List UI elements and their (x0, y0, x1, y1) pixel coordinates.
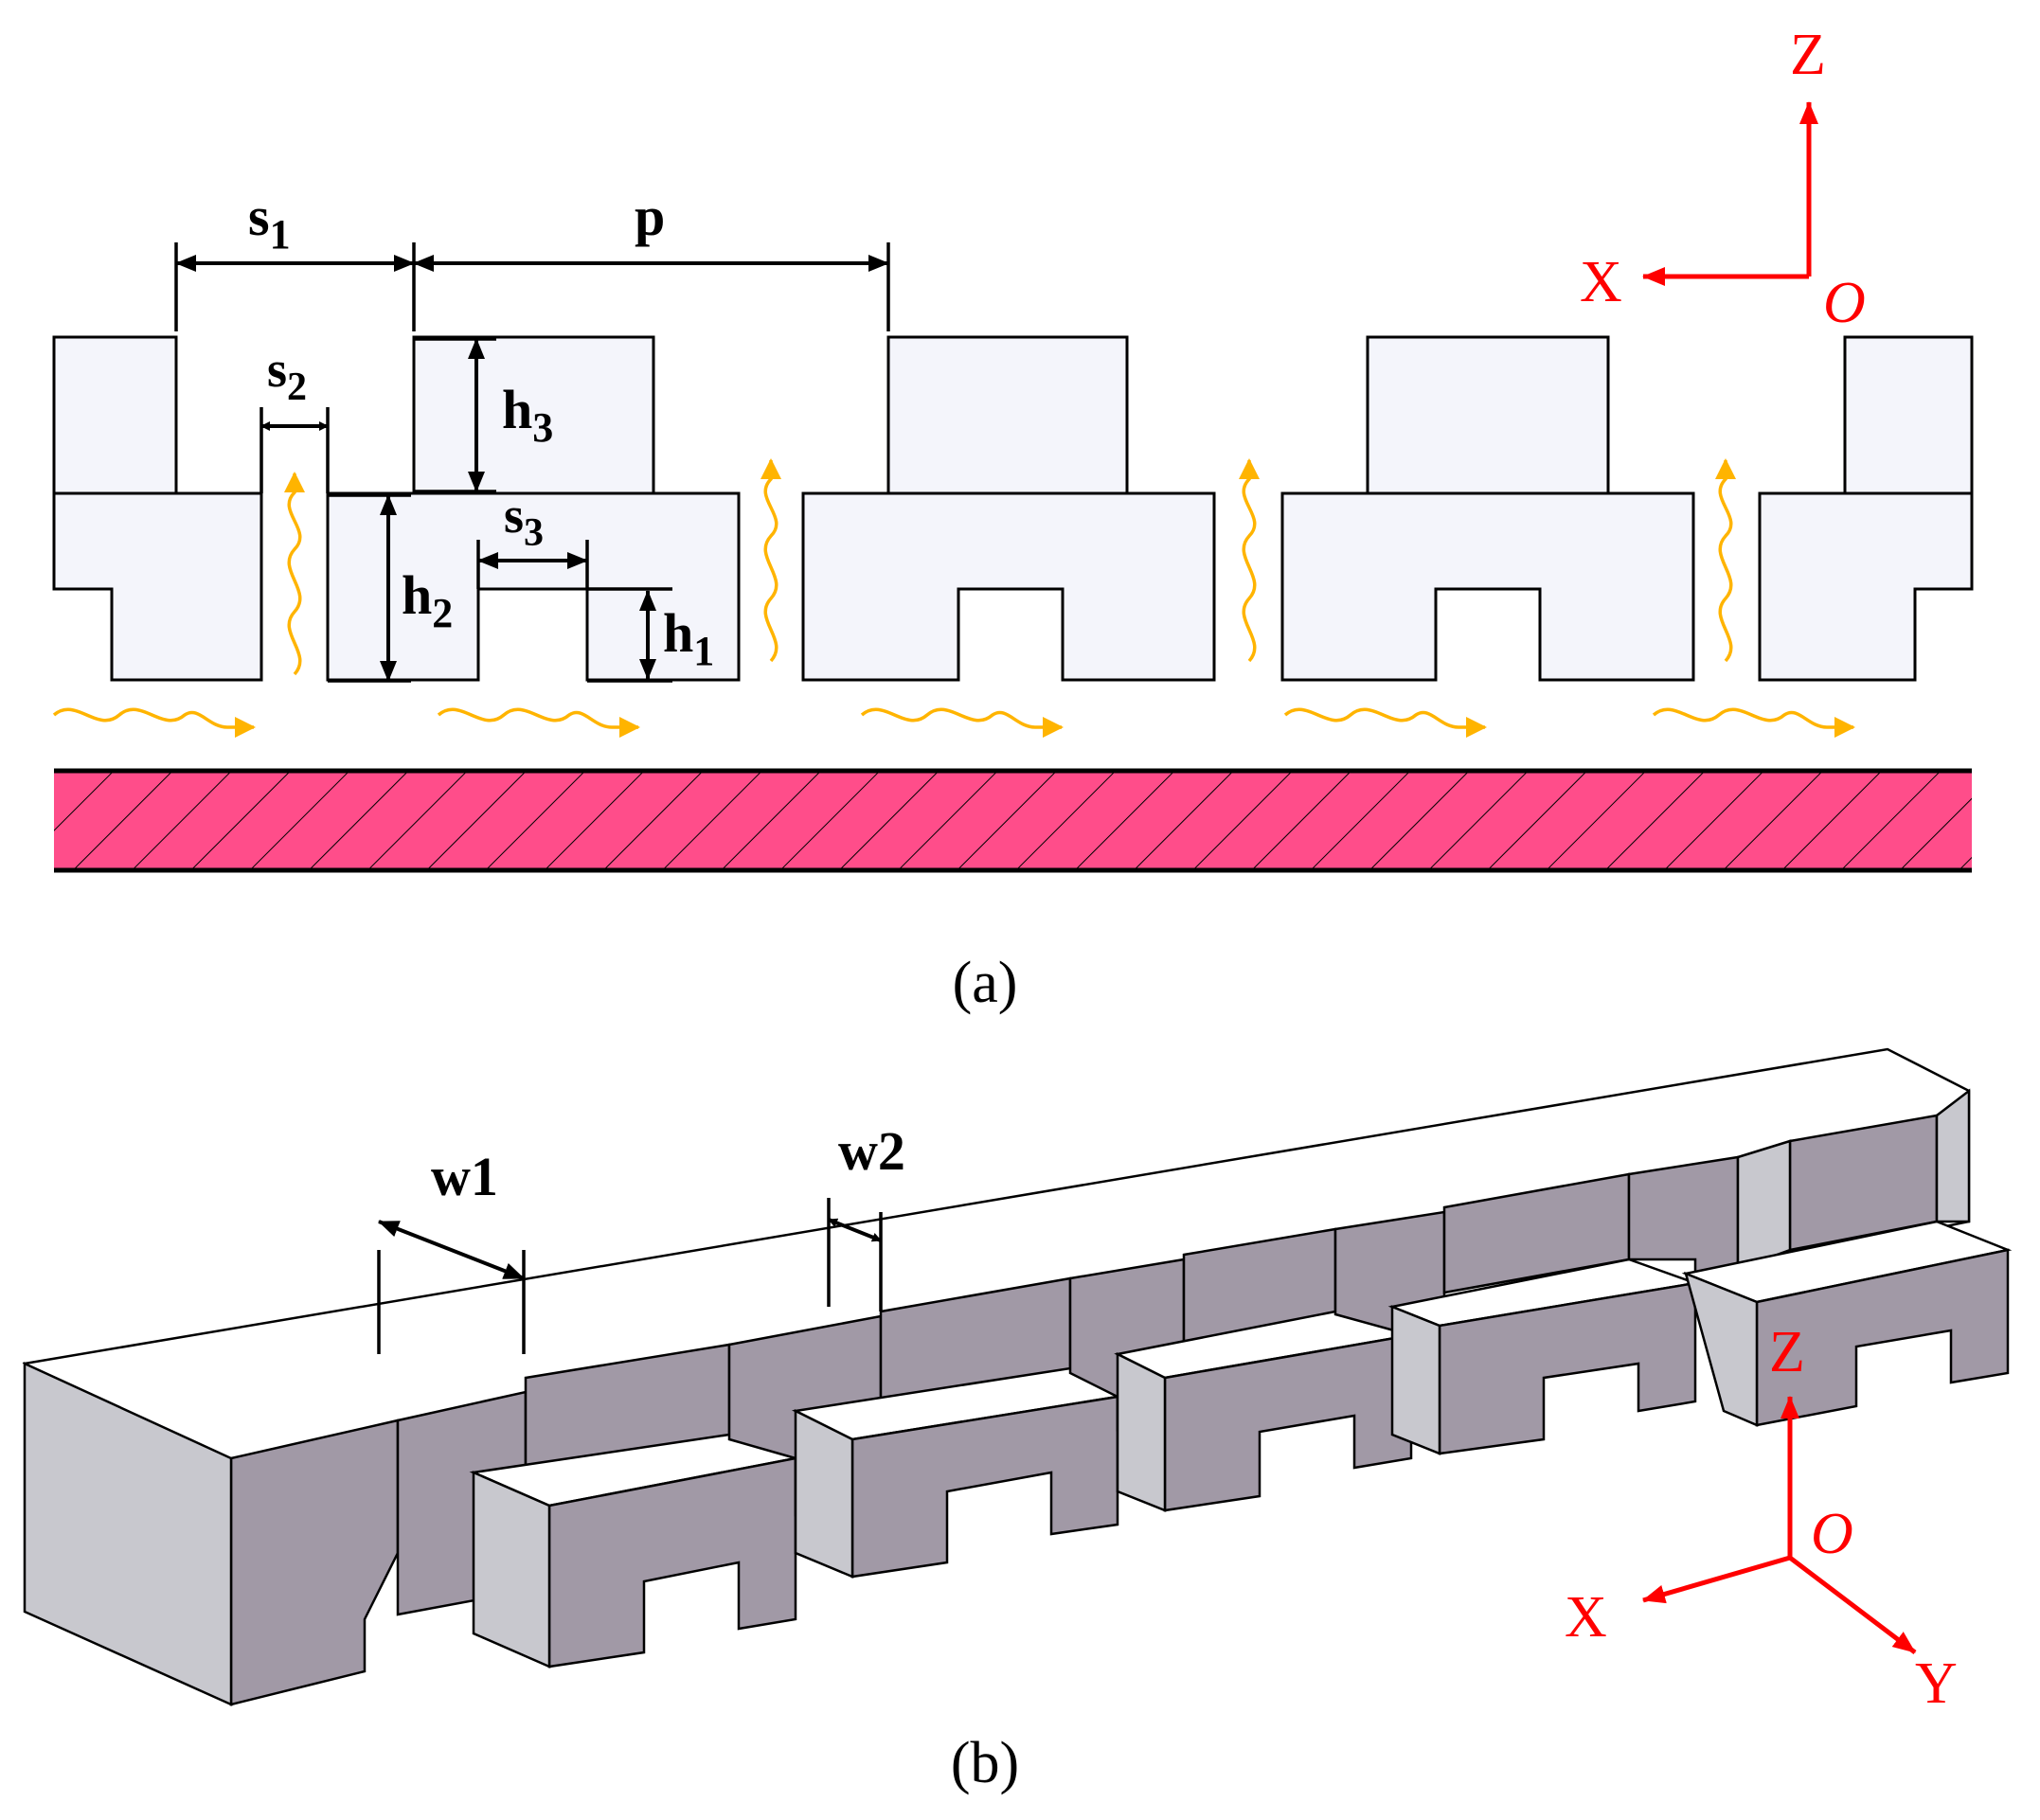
label-p: p (635, 186, 665, 247)
axis-b-y-label: Y (1915, 1651, 1958, 1716)
axis-a-x-label: X (1580, 250, 1622, 314)
grating-blocks (52, 335, 1974, 682)
vertical-waves (284, 458, 1736, 676)
axis-b-x-label: X (1565, 1585, 1607, 1650)
label-h1: h1 (663, 602, 714, 674)
block-left-partial (52, 335, 263, 682)
axis-a-origin-label: O (1823, 271, 1866, 335)
block-1 (326, 335, 741, 682)
unit-cell-5 (1627, 1088, 2013, 1427)
w2-dimension (828, 1218, 882, 1242)
cell-3-side (1116, 1351, 1167, 1512)
axis-a-z-label: Z (1790, 23, 1826, 87)
axes-a: Z X O (1580, 23, 1866, 335)
label-h3: h3 (502, 379, 553, 451)
slab-left-end-side (23, 1362, 233, 1706)
cell-5-end-face (1935, 1088, 1971, 1223)
wave-right-1 (52, 707, 256, 738)
axis-b-y (1788, 1556, 1917, 1654)
axis-b-origin-label: O (1811, 1502, 1853, 1566)
caption-a: (a) (953, 951, 1018, 1015)
cell-2-side (794, 1408, 854, 1579)
axis-b-x (1642, 1555, 1791, 1604)
substrate-hatch (54, 771, 1972, 870)
label-s3: s3 (504, 487, 544, 555)
block-right-partial (1758, 335, 1974, 682)
unit-cell-3 (1068, 1227, 1413, 1512)
wave-up-2 (761, 458, 781, 663)
wave-up-1 (284, 472, 305, 676)
label-h2: h2 (402, 564, 453, 636)
dimension-labels-a: s1 p s2 h3 s3 h2 h1 (248, 186, 714, 674)
dimensions-b: w1 w2 (377, 1120, 905, 1354)
unit-cell-2 (727, 1276, 1121, 1579)
dimensions-a (174, 242, 890, 683)
panel-b: w1 w2 Z X Y O (b) (22, 1047, 2013, 1795)
wave-up-3 (1239, 458, 1260, 663)
horizontal-waves (52, 707, 1855, 738)
cell-5-side-upper (1736, 1139, 1792, 1271)
label-s1: s1 (248, 186, 291, 258)
axis-b-z-label: Z (1769, 1320, 1805, 1384)
w1-dimension (378, 1220, 525, 1280)
wave-right-2 (437, 707, 640, 738)
wave-right-4 (1283, 707, 1487, 738)
axes-b: Z X Y O (1565, 1320, 1958, 1716)
wave-right-3 (860, 707, 1064, 738)
unit-cells (396, 1088, 2013, 1668)
caption-b: (b) (951, 1731, 1019, 1795)
unit-cell-4 (1333, 1172, 1700, 1455)
wave-up-4 (1715, 458, 1736, 663)
cell-5-side-lower (1684, 1271, 1759, 1427)
label-w2: w2 (838, 1120, 905, 1182)
substrate (54, 768, 1972, 873)
block-3 (1280, 335, 1695, 682)
cell-4-lower-front (1438, 1281, 1697, 1455)
label-s2: s2 (267, 341, 307, 409)
wave-right-5 (1652, 707, 1855, 738)
unit-cell-1 (396, 1343, 800, 1668)
cell-4-side (1390, 1305, 1441, 1455)
cell-1-side (472, 1471, 551, 1668)
slab-left-end-front (229, 1419, 400, 1706)
block-2 (801, 335, 1216, 682)
label-w1: w1 (431, 1146, 498, 1207)
panel-a: s1 p s2 h3 s3 h2 h1 Z X O (a) (52, 23, 1974, 1015)
